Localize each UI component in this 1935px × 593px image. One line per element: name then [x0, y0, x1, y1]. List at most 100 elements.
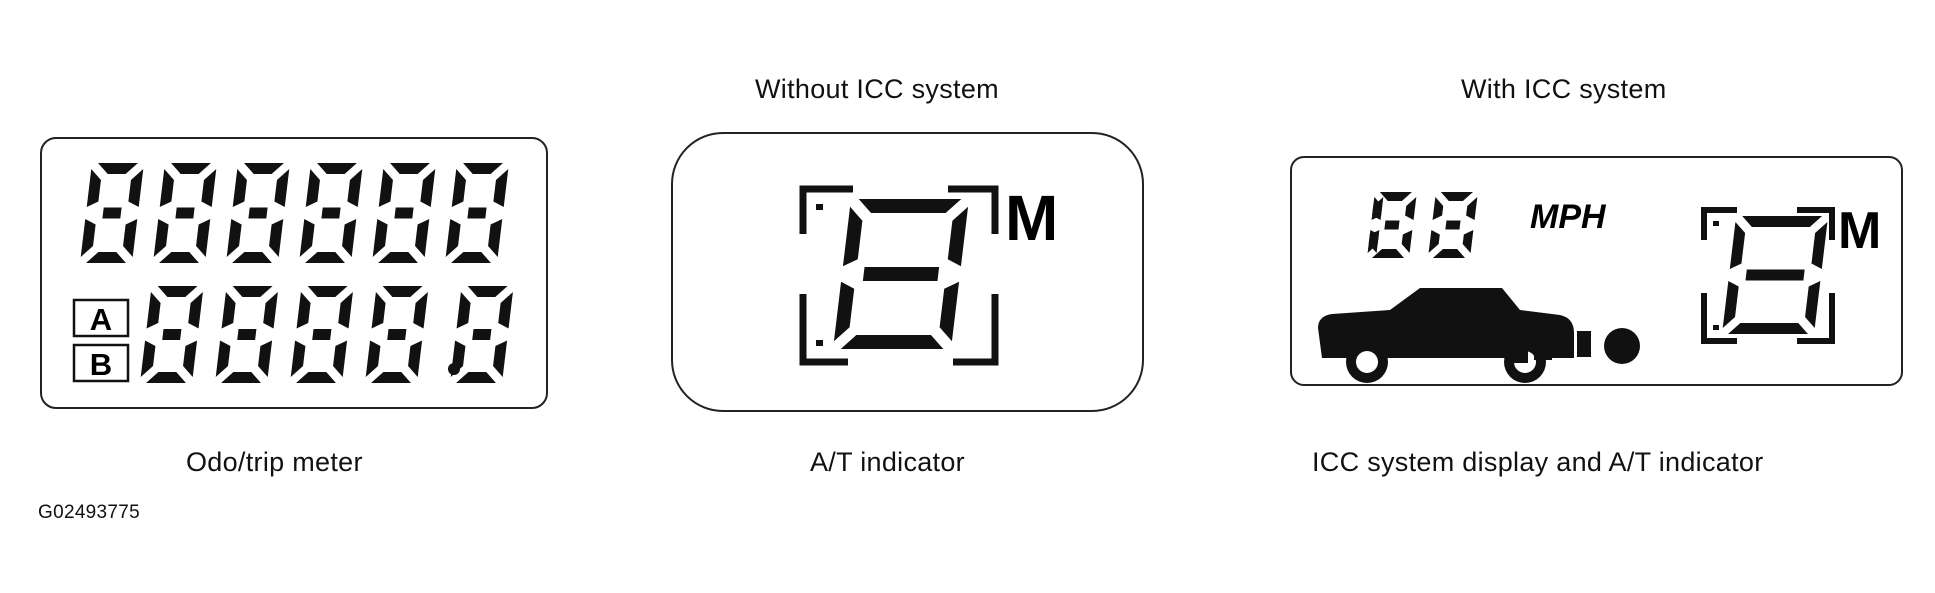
segment-a	[232, 286, 273, 297]
segment-d	[378, 252, 418, 263]
bracket-bottom-right	[953, 294, 999, 366]
odo-top-digit	[226, 163, 290, 263]
segment-b	[188, 292, 203, 329]
bracket-top-left	[799, 185, 853, 234]
segment-f	[1729, 222, 1746, 269]
segment-e	[290, 340, 306, 377]
at-indicator-panel: M	[671, 132, 1144, 412]
segment-e	[299, 219, 315, 257]
segment-b	[1811, 222, 1828, 269]
segment-g	[467, 207, 487, 219]
segment-c	[1805, 281, 1821, 328]
segment-d	[371, 372, 411, 383]
segment-c	[493, 340, 508, 377]
at-gear-digit	[833, 199, 969, 349]
segment-b	[493, 169, 509, 207]
odo-top-digit	[445, 163, 509, 263]
segment-f	[86, 169, 101, 207]
segment-g	[394, 207, 414, 219]
segment-e	[140, 340, 156, 377]
odo-bottom-digit	[365, 286, 428, 383]
segment-b	[1405, 196, 1417, 221]
title-without-icc: Without ICC system	[755, 74, 999, 104]
segment-d	[456, 372, 496, 383]
segment-g	[237, 329, 257, 340]
segment-a	[157, 286, 198, 297]
segment-b	[498, 292, 513, 329]
segment-g	[162, 329, 182, 340]
segment-f	[1432, 196, 1444, 221]
segment-d	[1432, 249, 1466, 258]
segment-a	[317, 163, 357, 174]
segment-d	[840, 335, 944, 349]
segment-g	[321, 207, 341, 219]
segment-f	[146, 292, 161, 329]
segment-d	[296, 372, 336, 383]
diagram-reference-id: G02493775	[38, 502, 141, 523]
segment-f	[371, 292, 386, 329]
speed-unit-label: MPH	[1530, 198, 1607, 236]
segment-c	[1462, 229, 1474, 254]
segment-f	[305, 169, 320, 207]
speed-digit	[1367, 192, 1417, 258]
segment-b	[413, 292, 428, 329]
segment-b	[263, 292, 278, 329]
segment-g	[102, 207, 122, 219]
segment-a	[98, 163, 138, 174]
icc-manual-mode-letter: M	[1838, 202, 1881, 260]
segment-c	[939, 281, 960, 342]
segment-c	[258, 340, 273, 377]
segment-f	[296, 292, 311, 329]
segment-c	[342, 219, 357, 257]
segment-c	[183, 340, 198, 377]
segment-b	[274, 169, 290, 207]
segment-f	[451, 169, 466, 207]
caption-odo-trip-meter: Odo/trip meter	[186, 447, 363, 477]
segment-c	[269, 219, 284, 257]
title-with-icc: With ICC system	[1461, 74, 1667, 104]
segment-e	[1722, 281, 1739, 328]
segment-a	[390, 163, 430, 174]
segment-f	[378, 169, 393, 207]
segment-g	[1445, 220, 1461, 230]
segment-f	[842, 206, 863, 267]
segment-c	[333, 340, 348, 377]
segment-e	[833, 281, 855, 342]
segment-g	[862, 267, 940, 281]
segment-g	[312, 329, 332, 340]
segment-e	[80, 219, 96, 257]
caption-at-indicator: A/T indicator	[810, 447, 965, 477]
odo-trip-meter-panel: A B	[40, 137, 548, 409]
distance-bar-icon	[1508, 321, 1591, 363]
segment-a	[467, 286, 508, 297]
segment-f	[221, 292, 236, 329]
segment-a	[463, 163, 503, 174]
segment-g	[1745, 269, 1805, 281]
segment-f	[232, 169, 247, 207]
segment-a	[1440, 192, 1473, 201]
segment-e	[365, 340, 381, 377]
segment-b	[128, 169, 144, 207]
segment-d	[1728, 323, 1808, 334]
segment-b	[338, 292, 353, 329]
odo-bottom-digit	[140, 286, 203, 383]
segment-f	[1371, 196, 1383, 221]
segment-g	[472, 329, 492, 340]
trip-b-box	[72, 343, 130, 383]
odo-top-digit	[80, 163, 144, 263]
decimal-point	[448, 363, 460, 375]
trip-a-label: A	[90, 302, 112, 337]
icc-gear-digit	[1722, 216, 1828, 334]
segment-e	[215, 340, 231, 377]
segment-c	[196, 219, 211, 257]
odo-bottom-digit	[290, 286, 353, 383]
segment-f	[159, 169, 174, 207]
segment-b	[347, 169, 363, 207]
segment-e	[1367, 229, 1379, 254]
segment-b	[1466, 196, 1478, 221]
speed-digit	[1428, 192, 1478, 258]
bracket-bottom-left	[799, 294, 848, 366]
segment-c	[408, 340, 423, 377]
segment-e	[445, 219, 461, 257]
odo-top-digit	[299, 163, 363, 263]
